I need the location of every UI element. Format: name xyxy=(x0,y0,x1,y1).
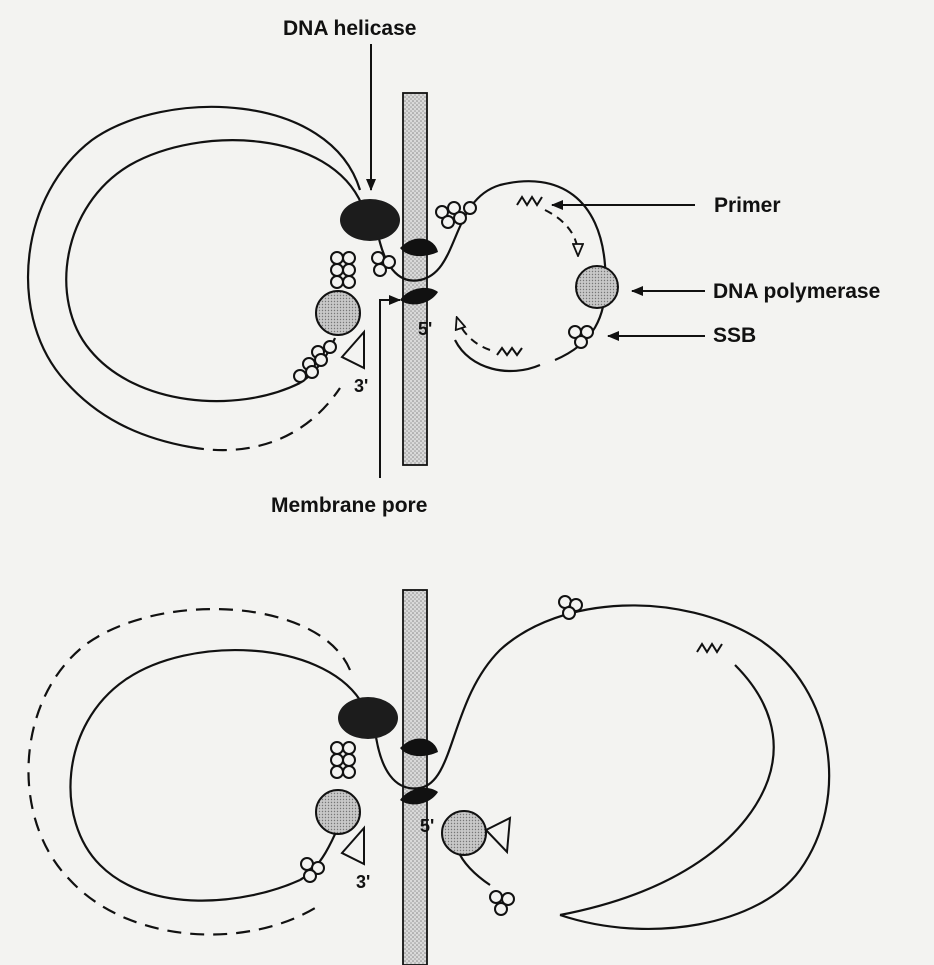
dna-polymerase-right-bottom xyxy=(442,811,486,855)
membrane-pore-label: Membrane pore xyxy=(271,494,427,517)
outer-strand-top xyxy=(28,107,360,447)
primer-label: Primer xyxy=(714,194,781,217)
primer-strand-bottom xyxy=(560,665,774,915)
five-prime-label-top: 5' xyxy=(418,319,432,339)
dna-helicase-bottom xyxy=(338,697,398,739)
primer-zigzag-lower xyxy=(497,348,522,355)
leading-arrow-top xyxy=(342,332,364,368)
synthesis-arrow-upper xyxy=(545,210,578,255)
ssb-cluster-7 xyxy=(301,858,324,882)
dna-polymerase-label: DNA polymerase xyxy=(713,280,880,303)
dna-helicase-label: DNA helicase xyxy=(283,17,416,40)
outer-dashed-strand-top xyxy=(190,388,340,450)
lagging-return-top xyxy=(455,340,540,371)
lagging-arrow-bottom xyxy=(486,818,510,852)
ssb-cluster-9 xyxy=(490,891,514,915)
ssb-label: SSB xyxy=(713,324,756,347)
synthesis-arrow-lower xyxy=(457,318,490,350)
ssb-cluster-4 xyxy=(436,202,476,228)
three-prime-label-top: 3' xyxy=(354,376,368,396)
pore-loop-bottom xyxy=(375,605,829,929)
three-prime-label-bottom: 3' xyxy=(356,872,370,892)
ssb-cluster-5 xyxy=(569,326,593,348)
top-panel: DNA helicase Primer DNA polymerase SSB M… xyxy=(28,17,880,517)
ssb-cluster-3 xyxy=(372,252,395,276)
outer-dashed-strand-bottom xyxy=(28,609,350,934)
five-prime-label-bottom: 5' xyxy=(420,816,434,836)
ssb-cluster-2 xyxy=(294,341,336,382)
ssb-cluster-6 xyxy=(331,742,355,778)
primer-zigzag-bottom xyxy=(697,644,722,652)
dna-polymerase-left-top xyxy=(316,291,360,335)
dna-helicase xyxy=(340,199,400,241)
dna-polymerase-right-top xyxy=(576,266,618,308)
dna-polymerase-left-bottom xyxy=(316,790,360,834)
bottom-panel: 5' 3' xyxy=(28,590,829,965)
membrane-pore-bottom xyxy=(403,590,427,965)
primer-zigzag-upper xyxy=(517,197,542,205)
ssb-cluster-1 xyxy=(331,252,355,288)
membrane-pore-callout-line xyxy=(380,300,400,478)
